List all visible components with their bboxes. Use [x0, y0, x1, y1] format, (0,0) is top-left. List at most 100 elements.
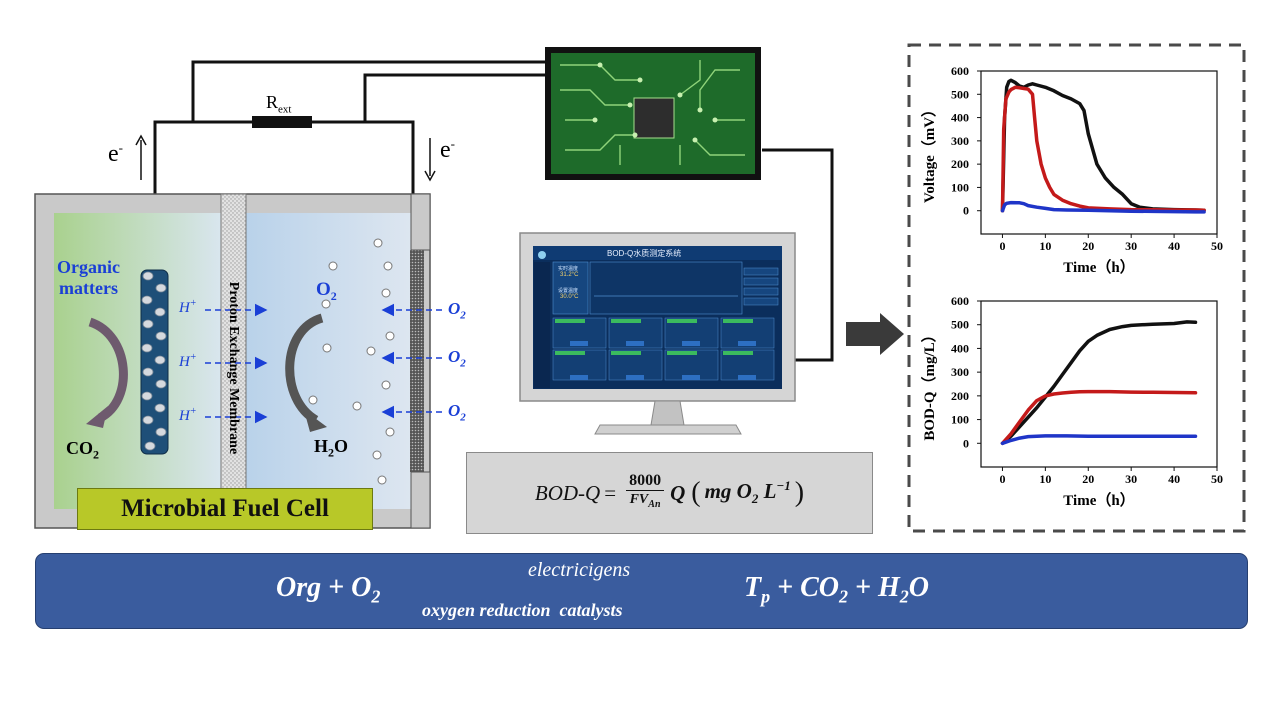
h2o-label: H2O: [314, 436, 348, 461]
y-tick-label: 400: [951, 341, 969, 355]
proton-label-3: H+: [179, 406, 197, 425]
co2-label: CO2: [66, 438, 99, 463]
o2-inflow-2-text: O: [448, 347, 461, 366]
series-line: [1000, 434, 1198, 446]
fuel-cell-title: Microbial Fuel Cell: [77, 488, 373, 530]
reactant-o2: O: [351, 572, 372, 603]
charts-frame: [907, 43, 1246, 533]
formula-lhs: BOD-Q: [534, 480, 601, 505]
y-tick-label: 100: [951, 180, 969, 194]
x-tick-label: 0: [999, 239, 1005, 253]
anode-chamber: [54, 213, 222, 509]
flow-arrow-to-charts: [846, 313, 904, 355]
x-tick-label: 20: [1082, 472, 1094, 486]
reaction-plus-1: +: [328, 572, 352, 603]
reaction-banner: Org + O2 electricigens oxygen reduction …: [35, 553, 1248, 629]
product-tp: T: [744, 572, 762, 603]
formula-denominator-text: FV: [629, 492, 649, 508]
h2o-sub: 2: [328, 445, 335, 460]
reaction-rhs: Tp + CO2 + H2O: [744, 572, 929, 608]
series-line: [1000, 78, 1206, 213]
electron-right-text: e: [440, 137, 451, 163]
plot-area: [980, 300, 1218, 468]
anode-electrode: [140, 269, 169, 455]
formula-equals: =: [604, 480, 617, 505]
co2-sub: 2: [93, 447, 99, 462]
co2-text: CO: [66, 438, 93, 458]
x-tick-label: 10: [1039, 472, 1051, 486]
y-tick-label: 400: [951, 111, 969, 125]
proton-label-1: H+: [179, 298, 197, 317]
cathode-chamber: [246, 213, 411, 509]
x-tick-label: 10: [1039, 239, 1051, 253]
x-tick-label: 40: [1168, 239, 1180, 253]
x-tick-label: 30: [1125, 472, 1137, 486]
y-tick-label: 300: [951, 365, 969, 379]
electron-arrow-up: [135, 134, 147, 180]
product-co2: CO: [800, 572, 839, 603]
resistor: [252, 116, 312, 128]
electron-label-right: e-: [440, 136, 455, 164]
resistor-label-main: R: [266, 92, 279, 112]
fuel-cell: [34, 193, 431, 529]
reaction-plus-3: +: [854, 572, 878, 603]
proton-label-2: H+: [179, 352, 197, 371]
reaction-plus-2: +: [777, 572, 801, 603]
formula-denominator-sub: An: [648, 498, 661, 510]
o2-label: O2: [316, 279, 337, 304]
proton-1-text: H: [179, 300, 190, 316]
reaction-catalyst-above: electricigens: [528, 559, 631, 581]
formula-units-text: mg O: [704, 479, 752, 504]
monitor-setpoint-value: 30.0°C: [560, 294, 579, 300]
proton-2-text: H: [179, 354, 190, 370]
data-acquisition-board: [545, 47, 761, 180]
bodq-formula-box: BOD-Q = 8000 FVAn Q ( mg O2 L−1 ): [466, 452, 873, 534]
y-tick-label: 500: [951, 318, 969, 332]
proton-arrows: [205, 303, 268, 424]
o2-inflow-1-text: O: [448, 299, 461, 318]
y-tick-label: 200: [951, 389, 969, 403]
formula-q: Q: [670, 480, 686, 505]
o2-inflow-1-sub: 2: [460, 309, 466, 322]
y-tick-label: 0: [963, 204, 969, 218]
h2o-tail: O: [334, 436, 349, 456]
monitor-app-title: BOD-Q水质测定系统: [607, 249, 682, 258]
proton-exchange-membrane: [220, 193, 247, 509]
y-tick-label: 600: [951, 64, 969, 78]
reactant-o2-sub: 2: [371, 586, 381, 607]
proton-1-sup: +: [189, 298, 197, 309]
monitor-setpoint-label: 设置温度: [558, 288, 579, 294]
o2-text: O: [316, 279, 331, 300]
resistor-label: Rext: [266, 92, 291, 116]
product-co2-sub: 2: [838, 586, 848, 607]
formula-paren-close: ): [794, 477, 805, 508]
electron-left-sup: -: [118, 140, 123, 155]
x-axis-label: Time（h）: [1063, 491, 1134, 509]
y-axis-label: Voltage（mV）: [920, 102, 938, 203]
x-axis-label: Time（h）: [1063, 258, 1134, 276]
y-axis-label: BOD-Q（mg/L）: [920, 327, 938, 440]
x-tick-label: 20: [1082, 239, 1094, 253]
x-tick-label: 50: [1211, 239, 1223, 253]
formula-units: mg O2 L−1: [705, 478, 791, 507]
proton-3-text: H: [179, 408, 190, 424]
oxygen-bubbles: [308, 238, 395, 485]
y-tick-label: 0: [963, 436, 969, 450]
h2o-text: H: [314, 436, 329, 456]
o2-sub: 2: [330, 288, 337, 303]
reactant-org: Org: [276, 572, 322, 603]
o2-to-h2o-arrow: [285, 313, 327, 432]
y-tick-label: 300: [951, 134, 969, 148]
o2-inflow-label-3: O2: [448, 401, 466, 423]
y-tick-label: 600: [951, 294, 969, 308]
product-h2o-sub: 2: [899, 586, 909, 607]
o2-inflow-3-sub: 2: [460, 411, 466, 424]
resistor-label-sub: ext: [278, 103, 292, 116]
reaction-catalyst-below: oxygen reduction catalysts: [422, 600, 623, 620]
y-tick-label: 100: [951, 413, 969, 427]
o2-inflow-3-text: O: [448, 401, 461, 420]
o2-inflow-2-sub: 2: [460, 357, 466, 370]
membrane-label-text: Proton Exchange Membrane: [226, 281, 241, 455]
